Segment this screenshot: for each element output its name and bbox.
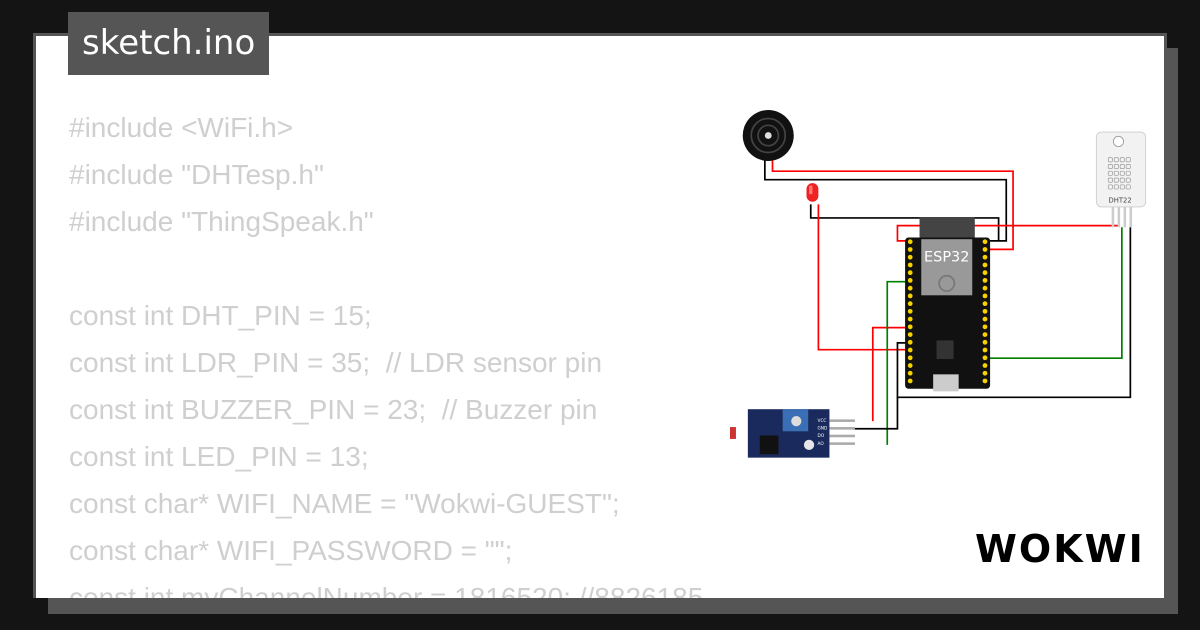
wire-buzzer-red [771,159,1014,251]
esp32-pin[interactable] [982,308,988,314]
esp32-pin[interactable] [907,270,913,276]
dht-vent [1107,164,1113,169]
esp32-pin[interactable] [907,339,913,345]
pin-vcc: VCC [818,418,827,424]
wire-led-black [809,204,1000,241]
wokwi-logo: WOKWI [975,527,1145,571]
pin-ao: AO [818,441,825,447]
dht-vent [1125,177,1131,183]
esp32-pin[interactable] [907,239,913,245]
code-line: #include <WiFi.h> [69,112,294,143]
esp32-pin[interactable] [982,332,988,337]
dht-vent [1119,170,1125,176]
code-line: const int LED_PIN = 13; [69,441,369,472]
esp32-pin[interactable] [907,370,913,376]
esp32-pin[interactable] [907,332,913,337]
esp32-pin[interactable] [982,239,988,245]
wire-led-red [817,204,909,351]
dht-vent [1125,184,1131,190]
dht-vent [1107,177,1113,183]
code-line: const char* WIFI_PASSWORD = ""; [69,535,513,566]
esp32-pin[interactable] [982,378,988,384]
dht-vent [1113,184,1119,190]
esp32-pin[interactable] [907,278,913,283]
esp32-pin[interactable] [907,324,913,330]
code-preview: #include <WiFi.h> #include "DHTesp.h" #inc… [69,104,703,598]
code-line: const int myChannelNumber = 1816520; //8… [69,582,704,598]
esp32-pin[interactable] [982,254,988,260]
dht-vent [1119,184,1125,190]
esp32-label: ESP32 [924,249,969,265]
dht-vent [1125,157,1131,163]
esp32-pin[interactable] [907,378,913,384]
esp32-pin[interactable] [982,247,988,252]
esp32-pin[interactable] [907,355,913,361]
code-line: const char* WIFI_NAME = "Wokwi-GUEST"; [69,488,620,519]
code-line: const int BUZZER_PIN = 23; // Buzzer pin [69,394,598,425]
code-line: #include "ThingSpeak.h" [69,206,374,237]
dht-vent [1107,170,1113,176]
esp32-pin[interactable] [907,308,913,314]
code-line: #include "DHTesp.h" [69,159,324,190]
file-tab[interactable]: sketch.ino [68,12,270,75]
dht22-label: DHT22 [1109,197,1132,205]
esp32-pin[interactable] [982,355,988,361]
esp32-pin[interactable] [982,262,988,268]
dht-vent [1113,164,1119,169]
wire-ldr-ao-green [886,280,909,445]
code-line: const int LDR_PIN = 35; // LDR sensor pi… [69,347,603,378]
esp32-pin[interactable] [982,301,988,307]
pin-gnd: GND [818,426,828,432]
esp32-pin[interactable] [907,247,913,252]
wire-dht-green [985,227,1123,360]
dht-vent [1113,170,1119,176]
esp32-pin[interactable] [982,285,988,291]
buzzer[interactable] [742,110,794,161]
esp32-pin[interactable] [982,324,988,330]
dht-vent [1113,157,1119,163]
esp32-pin[interactable] [907,285,913,291]
esp32-pin[interactable] [907,293,913,299]
esp32-pin[interactable] [982,363,988,368]
wire-dht-red [896,224,1119,242]
esp32-pin[interactable] [982,316,988,322]
esp32-pin[interactable] [907,347,913,353]
wire-ldr-vcc-red [871,326,909,422]
red-led[interactable] [806,183,819,202]
esp32-pin[interactable] [907,316,913,322]
pin-do: DO [818,433,825,439]
esp32-pin[interactable] [907,262,913,268]
ldr-sensor-module[interactable]: VCC GND DO AO [730,409,855,458]
esp32-board[interactable]: ESP32 [905,217,991,392]
esp32-pin[interactable] [907,363,913,368]
wire-ldr-gnd-black [853,397,899,430]
esp32-pin[interactable] [982,370,988,376]
dht-vent [1119,177,1125,183]
esp32-pin[interactable] [907,301,913,307]
dht-vent [1119,164,1125,169]
dht-vent [1125,170,1131,176]
esp32-pin[interactable] [982,339,988,345]
dht-vent [1113,177,1119,183]
dht-vent [1125,164,1131,169]
esp32-pin[interactable] [982,347,988,353]
dht-vent [1119,157,1125,163]
esp32-pin[interactable] [982,270,988,276]
esp32-pin[interactable] [982,293,988,299]
dht-vent [1107,184,1113,190]
dht22-sensor[interactable]: DHT22 [1095,131,1147,228]
code-line: const int DHT_PIN = 15; [69,300,372,331]
dht-vent [1107,157,1113,163]
esp32-pin[interactable] [907,254,913,260]
esp32-pin[interactable] [982,278,988,283]
